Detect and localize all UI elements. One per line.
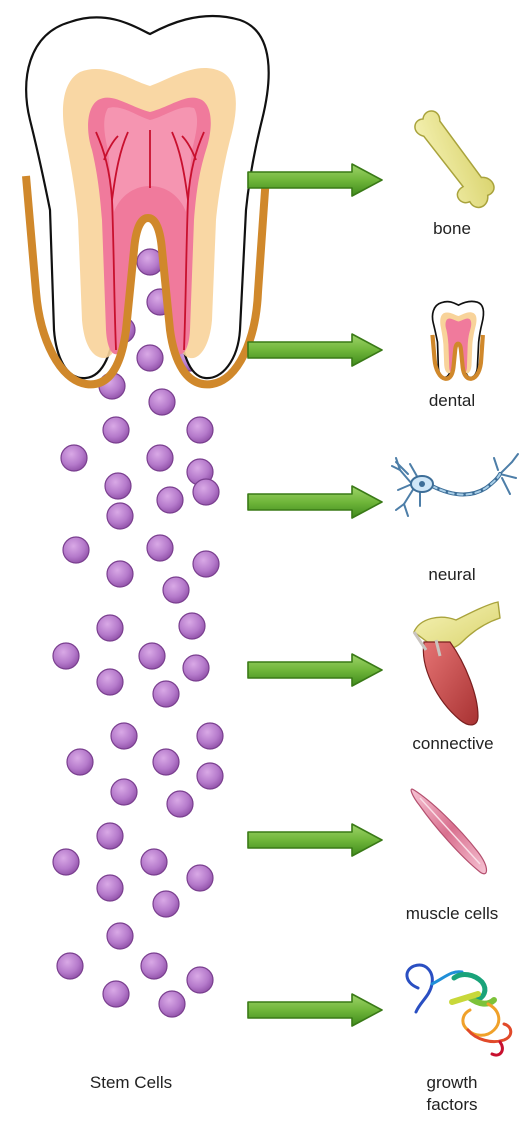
stem-cell <box>67 749 93 775</box>
stem-cell <box>197 763 223 789</box>
stem-cell <box>179 613 205 639</box>
output-label-growth-factors: growth factors <box>402 1072 502 1116</box>
stem-cell <box>107 561 133 587</box>
stem-cell <box>53 643 79 669</box>
stem-cell <box>141 849 167 875</box>
stem-cell <box>57 953 83 979</box>
arrow-group <box>248 164 382 1026</box>
growth-label-line-1: growth <box>402 1072 502 1094</box>
output-label-connective: connective <box>388 733 518 755</box>
stem-cell <box>97 875 123 901</box>
protein-ribbon-icon <box>407 965 511 1055</box>
stem-cell <box>153 891 179 917</box>
stem-cell <box>107 503 133 529</box>
stem-cell <box>187 967 213 993</box>
stem-cell <box>97 823 123 849</box>
stem-cell <box>61 445 87 471</box>
output-label-dental: dental <box>402 390 502 412</box>
stem-cell <box>137 345 163 371</box>
neuron-icon <box>392 454 518 516</box>
stem-cell <box>107 923 133 949</box>
stem-cell <box>163 577 189 603</box>
stem-cell <box>187 417 213 443</box>
stem-cell <box>147 535 173 561</box>
growth-label-line-2: factors <box>402 1094 502 1116</box>
stem-cell <box>147 445 173 471</box>
arrow-to-growth <box>248 994 382 1026</box>
stem-cell <box>97 669 123 695</box>
stem-cell <box>187 865 213 891</box>
output-label-muscle-cells: muscle cells <box>384 903 520 925</box>
stem-cell <box>141 953 167 979</box>
stem-cell <box>197 723 223 749</box>
stem-cell <box>193 479 219 505</box>
tooth-icon <box>432 301 483 378</box>
stem-cell <box>139 643 165 669</box>
stem-cell <box>103 981 129 1007</box>
stem-cell <box>159 991 185 1017</box>
stem-cell <box>193 551 219 577</box>
muscle-cell-icon <box>411 789 486 874</box>
stem-cell <box>153 749 179 775</box>
bone-icon <box>405 107 501 215</box>
stem-cell <box>111 779 137 805</box>
stem-cell <box>157 487 183 513</box>
output-label-bone: bone <box>402 218 502 240</box>
stem-cell <box>97 615 123 641</box>
arrow-to-connective <box>248 654 382 686</box>
tooth-illustration <box>26 16 269 384</box>
arrow-to-dental <box>248 334 382 366</box>
stem-cell <box>183 655 209 681</box>
stem-cell <box>63 537 89 563</box>
stem-cell <box>53 849 79 875</box>
stem-cell <box>105 473 131 499</box>
stem-cell <box>167 791 193 817</box>
stem-cells-caption: Stem Cells <box>66 1072 196 1094</box>
arrow-to-muscle <box>248 824 382 856</box>
stem-cell <box>111 723 137 749</box>
stem-cell <box>153 681 179 707</box>
output-label-neural: neural <box>402 564 502 586</box>
tendon-icon <box>414 602 500 725</box>
arrow-to-neural <box>248 486 382 518</box>
stem-cell <box>149 389 175 415</box>
stem-cell <box>103 417 129 443</box>
